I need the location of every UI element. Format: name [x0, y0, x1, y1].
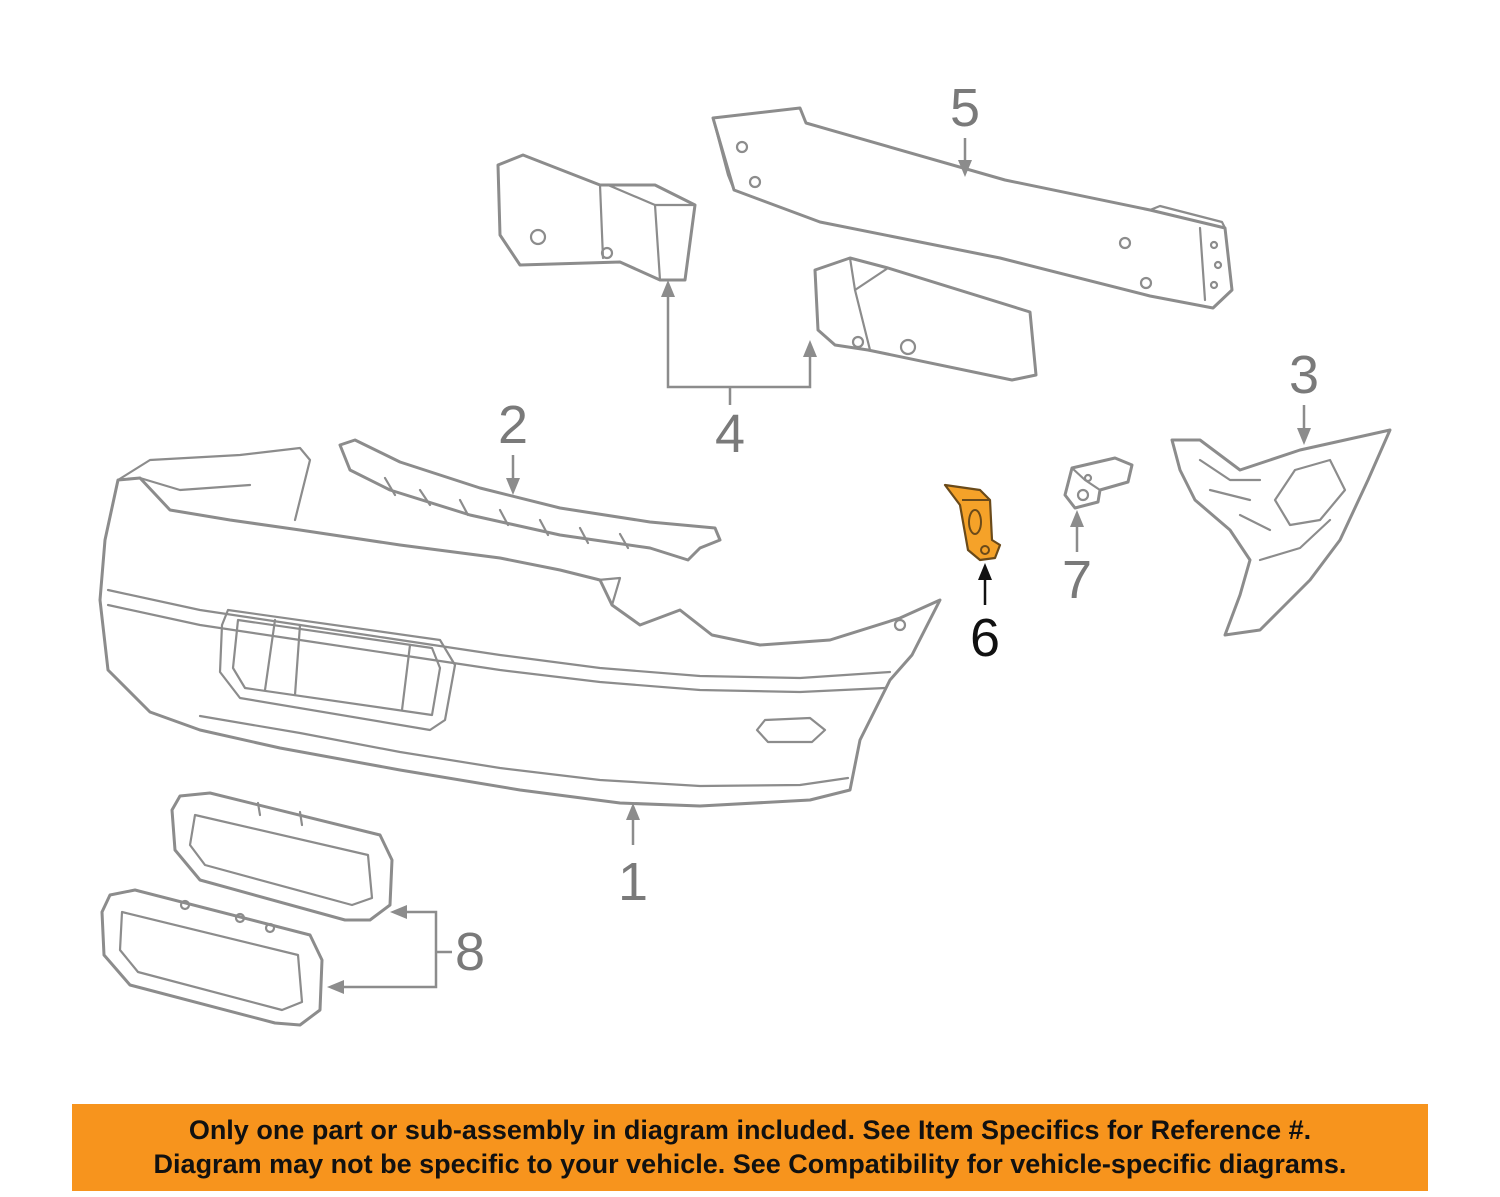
leader-1: [626, 803, 640, 845]
callout-4: 4: [715, 404, 745, 464]
part-7-bracket[interactable]: [1063, 456, 1134, 510]
leader-8: [327, 905, 452, 994]
part-1-bumper-cover[interactable]: [98, 446, 942, 808]
leader-5: [958, 138, 972, 177]
leader-4: [661, 280, 817, 405]
part-5-impact-bar[interactable]: [711, 106, 1234, 310]
callout-3: 3: [1289, 345, 1319, 405]
disclaimer-banner: Only one part or sub-assembly in diagram…: [72, 1104, 1428, 1191]
part-6-bracket-highlighted[interactable]: [943, 483, 1002, 562]
callout-8: 8: [455, 922, 485, 982]
callout-7: 7: [1062, 550, 1092, 610]
part-8-bezel-lower[interactable]: [100, 888, 324, 1027]
part-8-bezel-upper[interactable]: [170, 791, 394, 922]
leader-3: [1297, 405, 1311, 445]
callout-2: 2: [498, 395, 528, 455]
callout-5: 5: [950, 78, 980, 138]
disclaimer-line-1: Only one part or sub-assembly in diagram…: [188, 1115, 1312, 1145]
leader-2: [506, 455, 520, 495]
part-4-energy-absorber-right[interactable]: [813, 256, 1038, 382]
leader-7: [1070, 510, 1084, 552]
part-2-bumper-retainer[interactable]: [338, 438, 722, 562]
callout-6: 6: [970, 608, 1000, 668]
leader-6: [978, 563, 992, 605]
part-4-energy-absorber-left[interactable]: [496, 153, 697, 282]
disclaimer-line-2: Diagram may not be specific to your vehi…: [153, 1149, 1347, 1179]
part-3-side-bracket[interactable]: [1170, 428, 1392, 637]
callout-1: 1: [618, 852, 648, 912]
